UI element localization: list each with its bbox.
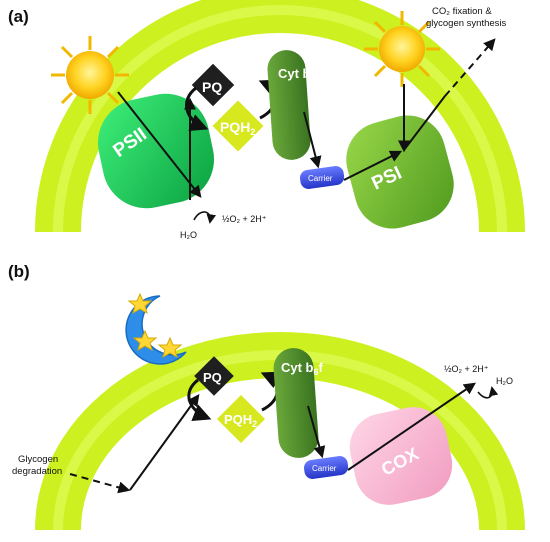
membrane-highlight (53, 5, 507, 233)
svg-text:PQH2: PQH2 (224, 412, 257, 429)
oxygen-label-b: ½O₂ + 2H⁺ (444, 364, 489, 374)
cyt-b6f-complex-b: Cyt b6f (273, 348, 324, 458)
carrier-protein: Carrier (299, 166, 345, 189)
cyt-subscript-b: 6 (314, 367, 319, 377)
pqh2-label-b: PQH (224, 412, 252, 427)
moon-icon (125, 292, 187, 365)
pqh2-molecule: PQH2 (212, 100, 264, 152)
oxygen-label: ½O₂ + 2H⁺ (222, 214, 267, 224)
panel-a-label: (a) (8, 7, 29, 26)
output-label-line1: CO₂ fixation & (432, 6, 492, 17)
pq-label: PQ (202, 79, 222, 95)
water-label-b: H₂O (496, 376, 513, 386)
output-label-line2: glycogen synthesis (426, 18, 507, 29)
pq-molecule-b: PQ (194, 356, 234, 396)
carrier-protein-b: Carrier (303, 456, 349, 479)
pqh2-subscript-b: 2 (252, 419, 257, 429)
panel-b-label: (b) (8, 262, 30, 281)
pq-molecule: PQ (191, 63, 235, 107)
oxygen-reduction-arrow (477, 386, 499, 399)
panel-b: (b) PQ PQH2 Cyt b6f (8, 262, 525, 531)
psi-output-line (403, 95, 446, 151)
pqh2-molecule-b: PQH2 (216, 394, 266, 444)
sun-icon-right (364, 11, 440, 87)
psi-output-dashed-arrow (444, 38, 496, 97)
glycogen-label-line2: degradation (12, 466, 62, 477)
water-splitting-arrow (193, 211, 216, 224)
cyt-label-b: Cyt b (281, 360, 314, 375)
glycogen-to-pq-arrow (129, 394, 200, 491)
sun-icon-left (51, 36, 129, 114)
cyt-b6f-complex: Cyt b6f (267, 50, 321, 160)
pqh2-subscript: 2 (250, 127, 255, 137)
carrier-label-b: Carrier (312, 464, 337, 473)
panel-a: (a) PSII (8, 0, 525, 240)
glycogen-dashed-arrow (69, 473, 131, 494)
cox-complex: COX (349, 407, 453, 505)
cyt-to-carrier-arrow-b (307, 405, 326, 459)
carrier-to-psi-arrow (343, 150, 403, 181)
glycogen-label-line1: Glycogen (18, 454, 58, 465)
cyt-to-carrier-arrow (303, 111, 322, 169)
cyt-tail-b: f (319, 360, 324, 375)
water-label: H₂O (180, 230, 197, 240)
pq-label-b: PQ (203, 370, 222, 385)
psii-complex: PSII (97, 93, 215, 209)
pqh2-label: PQH (220, 119, 250, 135)
carrier-to-oxygen-arrow (347, 382, 476, 471)
svg-text:Cyt b6f: Cyt b6f (281, 360, 324, 377)
carrier-label: Carrier (308, 174, 333, 183)
cyt-label: Cyt b (278, 66, 311, 81)
cyt-tail: f (316, 66, 321, 81)
light-arrow-psii (117, 91, 202, 198)
svg-text:PQH2: PQH2 (220, 119, 255, 137)
psi-complex: PSI (346, 115, 454, 229)
cyt-subscript: 6 (311, 73, 316, 83)
svg-text:Cyt b6f: Cyt b6f (278, 66, 321, 83)
